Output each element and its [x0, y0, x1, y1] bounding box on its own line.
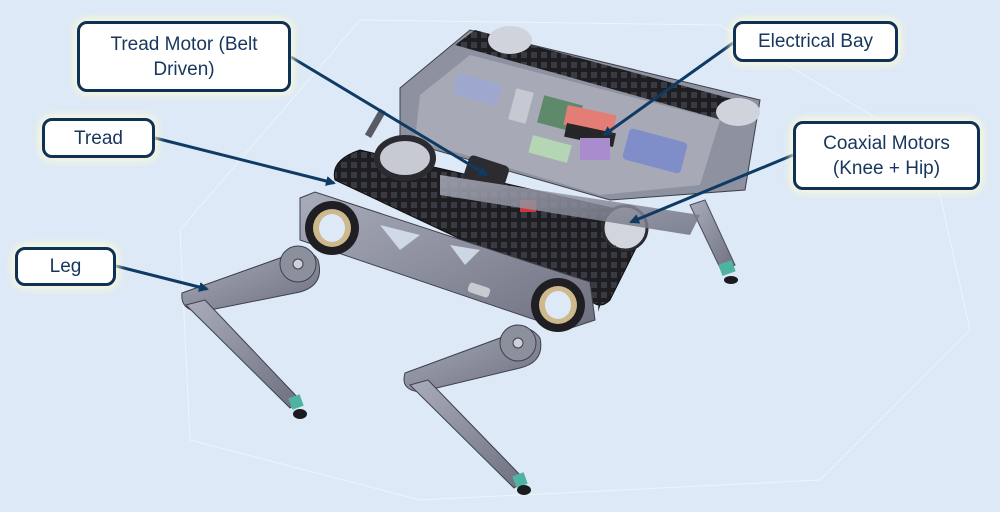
upper-chassis	[364, 26, 761, 201]
arrow-electrical-bay	[602, 41, 734, 137]
callout-arrows	[115, 41, 794, 292]
callout-tread: Tread	[42, 118, 155, 158]
callout-coaxial-motors: Coaxial Motors (Knee + Hip)	[793, 121, 980, 190]
back-right-leg	[689, 199, 738, 284]
callout-leg-label: Leg	[49, 256, 82, 277]
arrow-coaxial-motors	[629, 153, 794, 224]
arrow-tread	[154, 136, 336, 186]
side-plate	[299, 191, 620, 332]
callout-coaxial-motors-line1: Coaxial Motors	[823, 132, 950, 154]
front-left-leg	[181, 245, 320, 419]
front-right-leg	[403, 324, 542, 495]
background-lines	[179, 19, 971, 501]
callout-electrical-bay-label: Electrical Bay	[757, 31, 874, 52]
arrow-tread-motor	[290, 55, 489, 177]
callout-coaxial-motors-line2: (Knee + Hip)	[832, 157, 941, 179]
callout-tread-motor-line1: Tread Motor (Belt	[110, 33, 258, 55]
callout-tread-motor-line2: Driven)	[153, 58, 215, 80]
arrow-leg	[115, 264, 209, 292]
callout-tread-label: Tread	[74, 127, 123, 149]
callout-electrical-bay: Electrical Bay	[733, 21, 898, 62]
callout-tread-motor: Tread Motor (Belt Driven)	[77, 21, 291, 92]
callout-leg: Leg	[15, 247, 116, 286]
